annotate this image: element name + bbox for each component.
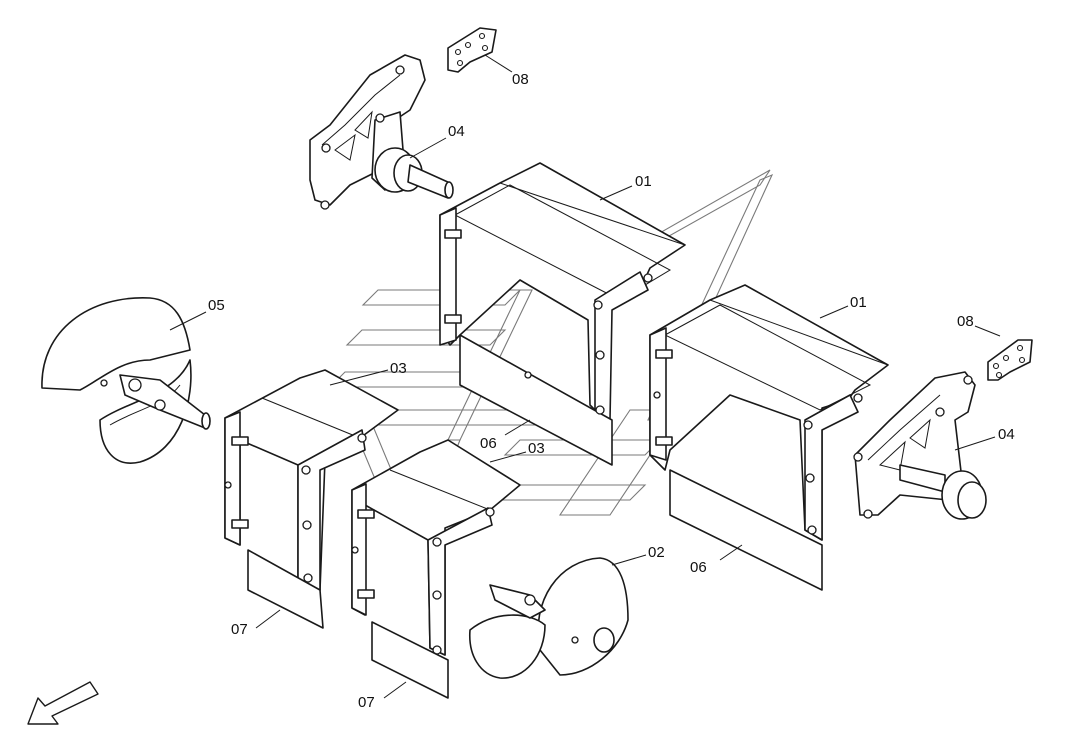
- part-08-plate-right: [987, 339, 1033, 381]
- callout-06-center: 06: [480, 435, 497, 452]
- part-05-disc-cover: [41, 297, 211, 464]
- part-02-disc-cover: [469, 557, 629, 679]
- callout-07-left: 07: [231, 621, 248, 638]
- part-01-frame-upper: [439, 162, 686, 466]
- callout-02: 02: [648, 544, 665, 561]
- part-07-flap-center: [371, 621, 449, 699]
- callout-08-top: 08: [512, 71, 529, 88]
- callout-06-right: 06: [690, 559, 707, 576]
- callout-01-right: 01: [850, 294, 867, 311]
- callout-04-top: 04: [448, 123, 465, 140]
- callout-07-center: 07: [358, 694, 375, 711]
- part-06-flap-right: [669, 469, 823, 591]
- part-03-frame-left: [224, 369, 399, 591]
- part-04-bracket-top: [309, 54, 454, 210]
- callout-04-right: 04: [998, 426, 1015, 443]
- callout-03-center: 03: [528, 440, 545, 457]
- direction-arrow-icon: [27, 681, 99, 725]
- callout-03-left: 03: [390, 360, 407, 377]
- leader-lines: [169, 54, 1001, 699]
- part-08-plate-top: [447, 27, 497, 73]
- callout-08-right: 08: [957, 313, 974, 330]
- part-03-frame-center: [351, 439, 521, 656]
- callout-labels: 08 04 01 05 03 01 08 06 03 04 02 06 07 0…: [208, 71, 1015, 711]
- part-04-bracket-right: [853, 371, 987, 520]
- part-01-frame-right: [649, 284, 889, 541]
- callout-01-upper: 01: [635, 173, 652, 190]
- part-07-flap-left: [247, 549, 324, 629]
- callout-05: 05: [208, 297, 225, 314]
